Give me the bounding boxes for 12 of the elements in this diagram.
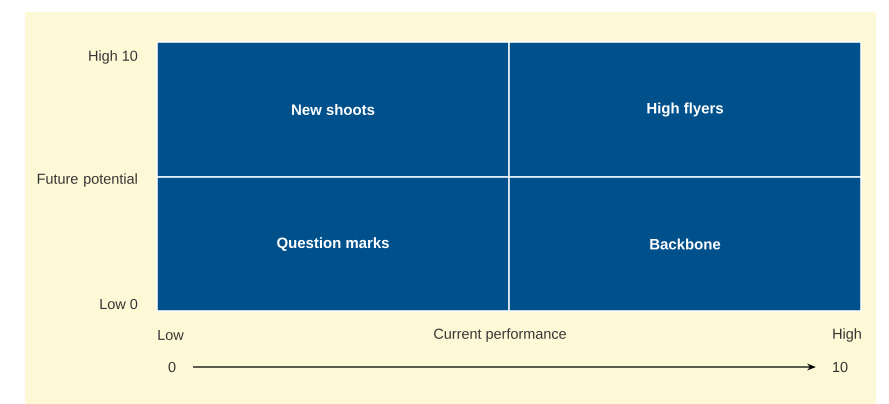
axis-label: Low	[158, 330, 184, 340]
quadrant-box: High flyers	[508, 41, 862, 178]
axis-label: 10	[833, 362, 848, 372]
axis-label: Future potential	[38, 173, 137, 187]
quadrant-box: New shoots	[156, 41, 510, 178]
quadrant-box: Question marks	[156, 176, 510, 312]
axis-label: High	[833, 328, 861, 342]
quadrant-box: Backbone	[508, 176, 862, 312]
axis-label: High 10	[89, 50, 138, 64]
axis-label: 0	[168, 362, 176, 372]
axis-label: Current performance	[434, 328, 566, 342]
axis-label: Low 0	[100, 298, 138, 310]
